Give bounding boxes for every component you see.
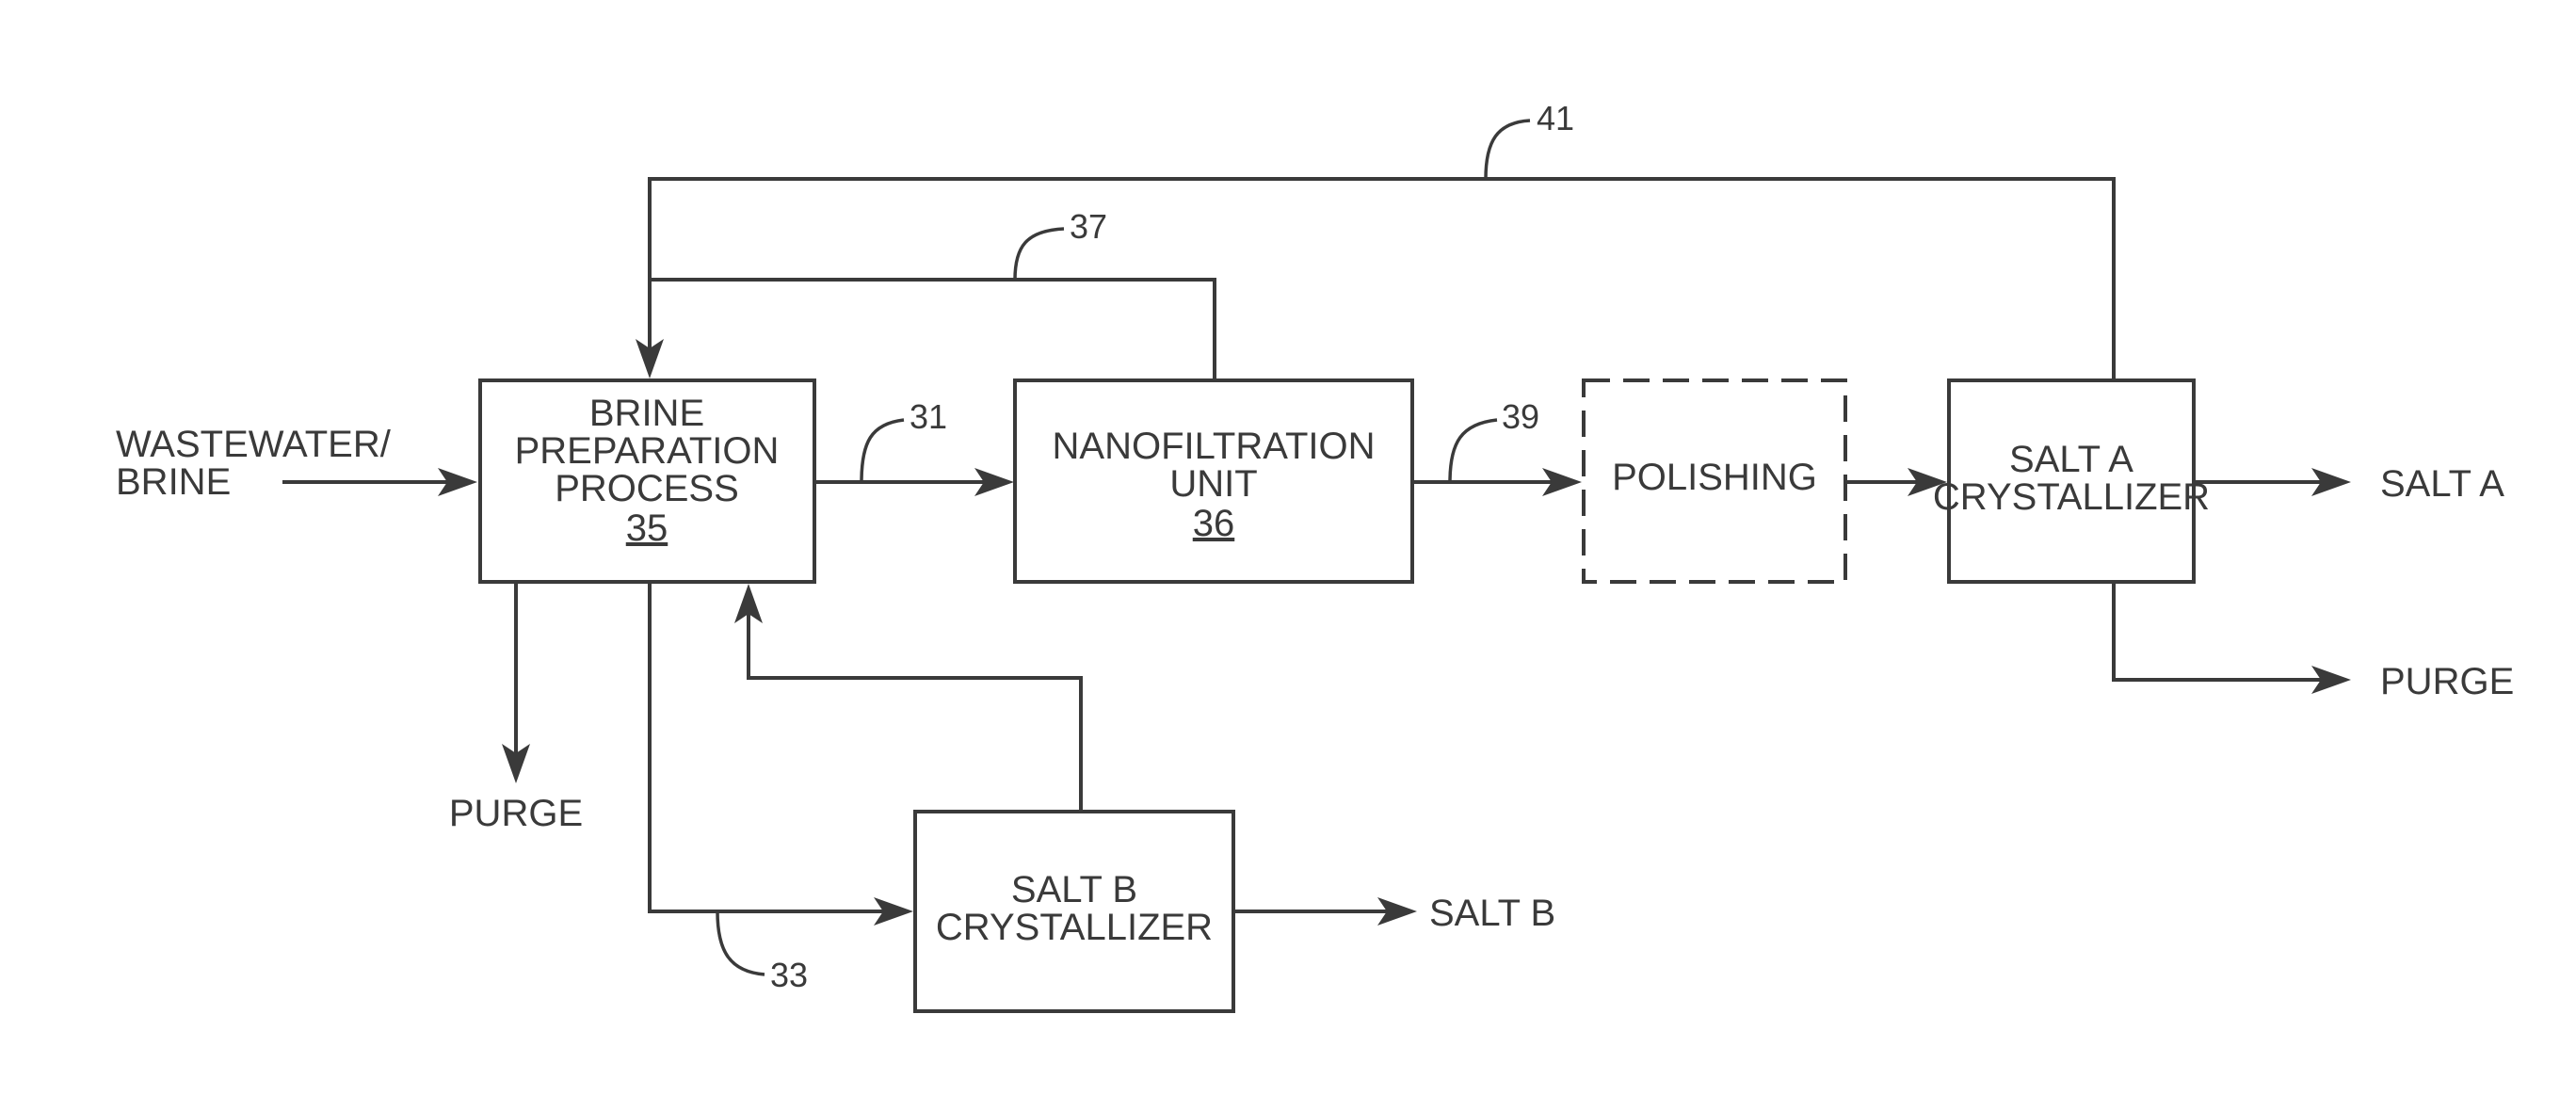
salt-b-return-line bbox=[749, 610, 1081, 812]
recycle-37-line bbox=[650, 280, 1215, 380]
nanofiltration-ref: 36 bbox=[1193, 503, 1235, 544]
nanofiltration-line2: UNIT bbox=[1169, 463, 1257, 505]
salt-b-line1: SALT B bbox=[1011, 869, 1137, 910]
brine-prep-line2: PREPARATION bbox=[515, 430, 780, 472]
ref-37: 37 bbox=[1070, 207, 1107, 246]
ref-41: 41 bbox=[1537, 99, 1574, 137]
ref-39-leader bbox=[1450, 420, 1497, 482]
ref-39: 39 bbox=[1502, 397, 1539, 436]
ref-31-leader bbox=[861, 420, 904, 482]
ref-33: 33 bbox=[770, 956, 808, 994]
brine-prep-line3: PROCESS bbox=[555, 468, 739, 509]
brine-prep-line1: BRINE bbox=[589, 393, 704, 434]
salt-b-output-label: SALT B bbox=[1429, 893, 1555, 934]
flow-33-line bbox=[650, 582, 885, 911]
salt-a-output-label: SALT A bbox=[2380, 463, 2504, 505]
right-purge-label: PURGE bbox=[2380, 661, 2514, 702]
polishing-label: POLISHING bbox=[1612, 457, 1817, 498]
salt-a-line1: SALT A bbox=[2009, 439, 2133, 480]
ref-37-leader bbox=[1015, 229, 1064, 280]
brine-prep-ref: 35 bbox=[626, 507, 668, 549]
salt-a-line2: CRYSTALLIZER bbox=[1933, 476, 2210, 518]
nanofiltration-line1: NANOFILTRATION bbox=[1053, 426, 1376, 467]
ref-41-leader bbox=[1486, 121, 1530, 179]
ref-33-leader bbox=[717, 911, 765, 974]
input-label-line1: WASTEWATER/ bbox=[116, 424, 392, 465]
ref-31: 31 bbox=[910, 397, 947, 436]
input-label-line2: BRINE bbox=[116, 461, 231, 503]
salt-b-line2: CRYSTALLIZER bbox=[936, 907, 1213, 948]
left-purge-label: PURGE bbox=[449, 793, 583, 834]
flow-right-purge-line bbox=[2114, 582, 2321, 680]
